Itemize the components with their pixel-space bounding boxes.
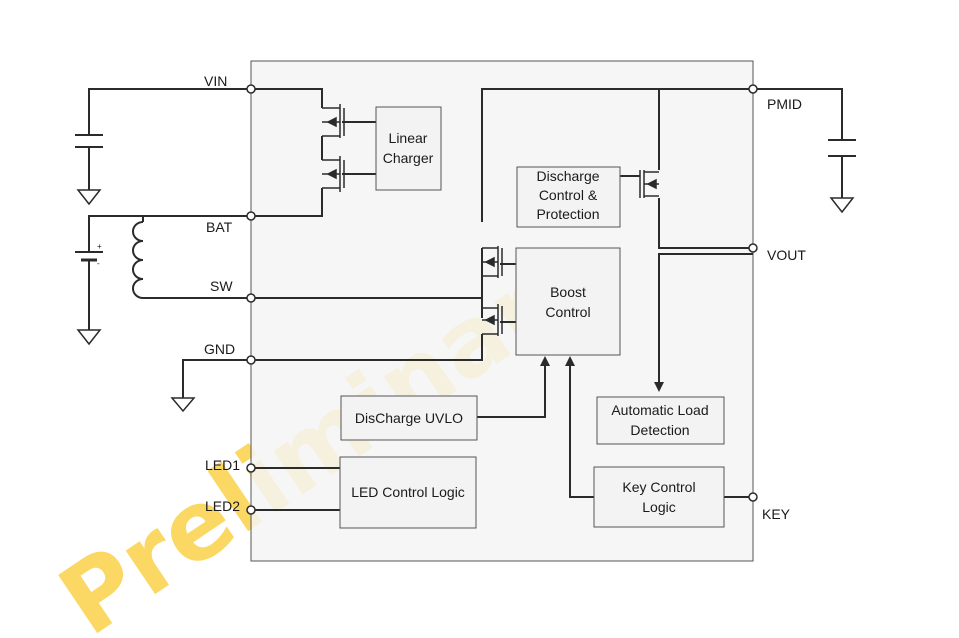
- discharge-uvlo-label: DisCharge UVLO: [355, 410, 463, 426]
- ground-icon: [76, 329, 102, 346]
- discharge-uvlo-block: [340, 395, 478, 441]
- pin-label-vout: VOUT: [767, 247, 806, 263]
- battery-plus: +: [97, 242, 102, 251]
- pmid-switch-mosfet: [639, 170, 659, 198]
- pin-label-gnd: GND: [204, 341, 235, 357]
- linear-charger-mosfets: [322, 104, 345, 192]
- key-logic-label-2: Logic: [642, 499, 675, 515]
- pin-marker-vin: [246, 84, 256, 94]
- pin-marker-bat: [246, 211, 256, 221]
- pin-label-key: KEY: [762, 506, 791, 522]
- mosfet-icon: [482, 304, 503, 336]
- pin-marker-gnd: [246, 355, 256, 365]
- inductor-icon: [132, 221, 144, 299]
- auto-load-block: [596, 396, 725, 445]
- pin-marker-sw: [246, 293, 256, 303]
- pin-marker-vout: [748, 243, 758, 253]
- functional-blocks: [339, 106, 725, 529]
- wires: [88, 88, 843, 511]
- pin-label-bat: BAT: [206, 219, 233, 235]
- key-logic-block: [593, 466, 725, 528]
- auto-load-label-2: Detection: [630, 422, 689, 438]
- boost-mosfets: [482, 246, 503, 336]
- auto-load-label-1: Automatic Load: [611, 402, 708, 418]
- boost-control-block: [515, 247, 621, 356]
- pin-marker-pmid: [748, 84, 758, 94]
- pin-markers: [246, 84, 758, 515]
- discharge-control-label-3: Protection: [536, 206, 599, 222]
- boost-control-label-1: Boost: [550, 284, 586, 300]
- led-logic-label: LED Control Logic: [351, 484, 465, 500]
- pin-label-led2: LED2: [205, 498, 240, 514]
- pin-label-vin: VIN: [204, 73, 227, 89]
- mosfet-icon: [322, 156, 345, 192]
- linear-charger-label-1: Linear: [389, 130, 428, 146]
- pmid-capacitor: [828, 139, 856, 157]
- key-logic-label-1: Key Control: [622, 479, 695, 495]
- pin-marker-led1: [246, 463, 256, 473]
- battery-minus: -: [97, 259, 100, 268]
- linear-charger-block: [375, 106, 442, 191]
- vin-capacitor: [75, 134, 103, 148]
- pin-label-pmid: PMID: [767, 96, 802, 112]
- ground-icon: [76, 189, 102, 206]
- battery-icon: + -: [75, 242, 103, 268]
- mosfet-icon: [322, 104, 345, 138]
- pin-label-led1: LED1: [205, 457, 240, 473]
- ground-icon: [829, 197, 855, 214]
- ground-icon: [170, 397, 196, 413]
- pin-marker-key: [748, 492, 758, 502]
- discharge-control-label-2: Control &: [539, 187, 598, 203]
- led-logic-block: [339, 456, 477, 529]
- discharge-control-block: [516, 166, 621, 228]
- discharge-control-label-1: Discharge: [536, 168, 599, 184]
- mosfet-icon: [482, 246, 503, 278]
- linear-charger-label-2: Charger: [383, 150, 434, 166]
- boost-control-label-2: Control: [545, 304, 590, 320]
- pin-marker-led2: [246, 505, 256, 515]
- pin-label-sw: SW: [210, 278, 233, 294]
